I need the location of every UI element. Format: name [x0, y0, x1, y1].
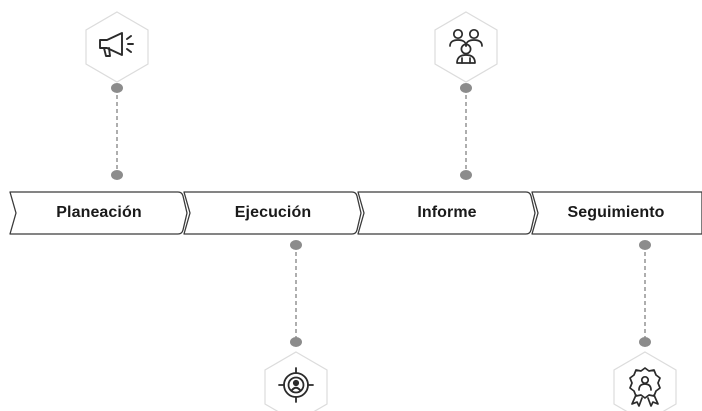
- stage-shape-seguimiento: [531, 191, 702, 235]
- dot-ejecucion-top: [290, 240, 302, 250]
- dot-seguimiento-bottom: [639, 337, 651, 347]
- stage-shape-informe: [357, 191, 536, 235]
- stage-label-ejecucion: Ejecución: [234, 204, 312, 221]
- connector-dots: [111, 83, 651, 347]
- dot-informe-bottom: [460, 170, 472, 180]
- stage-label-seguimiento: Seguimiento: [567, 204, 665, 221]
- icon-badges: [85, 11, 677, 411]
- connectors: [116, 88, 646, 342]
- stage-shapes: [9, 191, 702, 235]
- hexagon-seguimiento: [613, 351, 677, 411]
- hexagon-informe: [434, 11, 498, 83]
- dot-ejecucion-bottom: [290, 337, 302, 347]
- award-badge-icon: [629, 367, 661, 407]
- team-group-icon: [449, 28, 483, 64]
- stage-label-planeacion: Planeación: [56, 204, 142, 221]
- stage-label-informe: Informe: [417, 204, 477, 221]
- stage-shape-planeacion: [9, 191, 188, 235]
- dot-planeacion-top: [111, 83, 123, 93]
- dot-planeacion-bottom: [111, 170, 123, 180]
- megaphone-icon: [99, 32, 134, 57]
- hexagon-planeacion: [85, 11, 149, 83]
- stage-shape-ejecucion: [183, 191, 362, 235]
- target-person-icon: [278, 367, 314, 403]
- dot-informe-top: [460, 83, 472, 93]
- dot-seguimiento-top: [639, 240, 651, 250]
